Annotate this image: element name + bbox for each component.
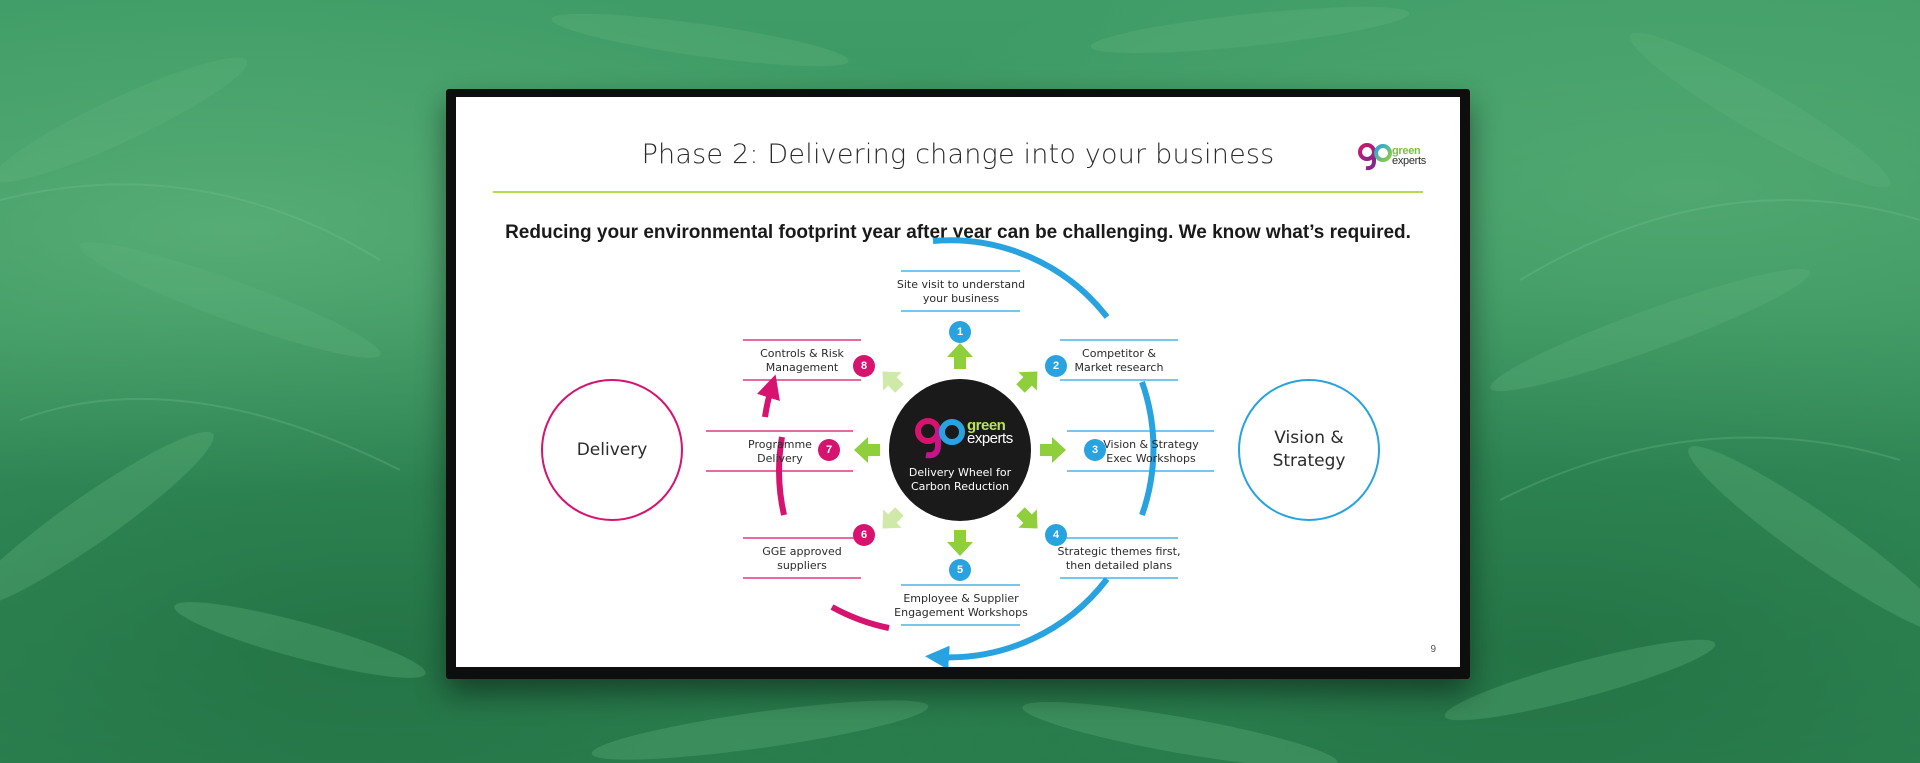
step-5-line2: Engagement Workshops <box>894 605 1028 619</box>
title-divider <box>493 191 1423 193</box>
arrow-downright-icon <box>1016 507 1038 529</box>
green-arrows <box>854 343 1066 556</box>
step-7-line1: Programme <box>748 438 812 451</box>
step-6-line2: suppliers <box>777 558 827 572</box>
ring-arc-magenta-bottom <box>830 604 890 631</box>
ring-arc-blue-right <box>1139 380 1157 517</box>
step-label-4: Strategic themes first, then detailed pl… <box>1049 545 1189 572</box>
step-8-line1: Controls & Risk <box>760 347 844 360</box>
step-badge-7: 7 <box>818 439 840 461</box>
step-label-5: Employee & Supplier Engagement Workshops <box>886 592 1036 619</box>
hub-go-logo-icon <box>915 418 965 459</box>
slide-title: Phase 2: Delivering change into your bus… <box>641 139 1275 170</box>
hub-logo-text: green experts <box>967 417 1013 447</box>
ring-arc-magenta-left <box>776 436 787 516</box>
step-1-line2: your business <box>922 291 1000 305</box>
arrow-upleft-icon <box>882 371 904 393</box>
arrow-right-icon <box>1040 437 1066 463</box>
step-1-line1: Site visit to understand <box>896 278 1026 291</box>
ring-arc-blue-bottom <box>925 577 1110 667</box>
go-logo-icon <box>1358 143 1392 171</box>
step-4-line1: Strategic themes first, <box>1057 545 1181 558</box>
step-label-2: Competitor & Market research <box>1049 347 1189 374</box>
vision-strategy-line2: Strategy <box>1272 451 1346 471</box>
slide-subtitle: Reducing your environmental footprint ye… <box>505 222 1411 243</box>
step-3-line2: Exec Workshops <box>1106 451 1196 465</box>
step-badge-6: 6 <box>853 524 875 546</box>
step-2-line1: Competitor & <box>1082 347 1156 360</box>
arrow-left-icon <box>854 437 880 463</box>
ring-arc-magenta-upper <box>756 374 780 418</box>
delivery-circle <box>541 379 683 521</box>
arrow-down-icon <box>947 530 973 556</box>
step-8-line2: Management <box>765 360 839 374</box>
step-label-3: Vision & Strategy Exec Workshops <box>1076 438 1226 465</box>
step-4-line2: then detailed plans <box>1065 558 1173 572</box>
hub-logo-green: green <box>967 417 1006 434</box>
step-badge-8: 8 <box>853 355 875 377</box>
presentation-slide: Phase 2: Delivering change into your bus… <box>456 97 1460 667</box>
arrow-downleft-icon <box>882 507 904 529</box>
arrow-upright-icon <box>1016 371 1038 393</box>
vision-strategy-line1: Vision & <box>1274 428 1344 448</box>
hub-logo-experts: experts <box>967 430 1013 447</box>
step-label-6: GGE approved suppliers <box>732 545 872 572</box>
step-badge-1: 1 <box>949 321 971 343</box>
step-badge-3: 3 <box>1084 439 1106 461</box>
hub-caption: Delivery Wheel for Carbon Reduction <box>900 466 1020 493</box>
delivery-wheel-diagram <box>541 237 1380 667</box>
page-number: 9 <box>1430 644 1436 655</box>
vision-strategy-label: Vision & Strategy <box>1239 427 1379 473</box>
hub-circle <box>889 379 1031 521</box>
step-7-line2: Delivery <box>757 451 803 465</box>
step-3-line1: Vision & Strategy <box>1103 438 1199 451</box>
step-label-7: Programme Delivery <box>710 438 850 465</box>
green-experts-logo: green experts <box>1358 141 1438 177</box>
step-2-line2: Market research <box>1074 360 1164 374</box>
vision-strategy-circle <box>1238 379 1380 521</box>
step-label-8: Controls & Risk Management <box>732 347 872 374</box>
step-badge-5: 5 <box>949 559 971 581</box>
ring-arc-blue-top <box>932 237 1110 319</box>
step-label-1: Site visit to understand your business <box>891 278 1031 305</box>
step-5-line1: Employee & Supplier <box>903 592 1019 605</box>
logo-text-experts: experts <box>1392 155 1426 167</box>
delivery-label: Delivery <box>576 440 648 460</box>
logo-text-green: green <box>1392 145 1421 157</box>
hub-caption-line1: Delivery Wheel for <box>908 466 1012 479</box>
hub-caption-line2: Carbon Reduction <box>910 479 1010 493</box>
step-6-line1: GGE approved <box>762 545 842 558</box>
step-badge-2: 2 <box>1045 355 1067 377</box>
step-badge-4: 4 <box>1045 524 1067 546</box>
arrow-up-icon <box>947 343 973 369</box>
